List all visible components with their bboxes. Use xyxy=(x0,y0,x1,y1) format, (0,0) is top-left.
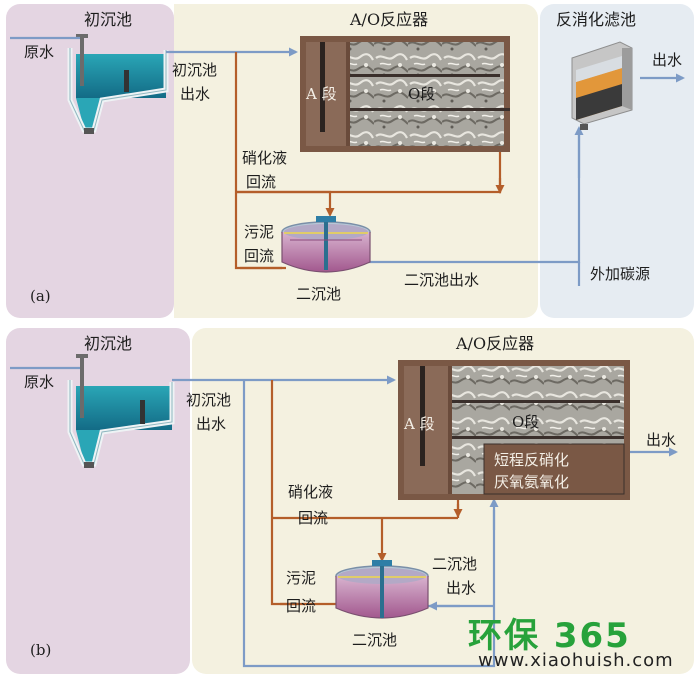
panel-b-anammox-label-2: 厌氧氨氧化 xyxy=(494,473,570,491)
panel-a-primary-effluent-label-2: 出水 xyxy=(180,85,211,103)
panel-a-reactor-title: A/O反应器 xyxy=(350,10,429,29)
panel-a-recycle-lines xyxy=(234,52,505,270)
panel-a-o-stage-label: O段 xyxy=(408,85,436,103)
panel-b-secondary-effluent-label-1: 二沉池 xyxy=(432,555,478,573)
panel-a-denitrification-filter xyxy=(571,41,633,130)
panel-b-water-flow-lines xyxy=(10,366,678,668)
panel-b-raw-water-label: 原水 xyxy=(24,373,55,391)
panel-a-secondary-clarifier-label: 二沉池 xyxy=(296,285,342,303)
panel-a-nitrified-recycle-label-1: 硝化液 xyxy=(242,149,288,167)
panel-a-sludge-return-label-1: 污泥 xyxy=(244,223,275,241)
panel-a-effluent-label: 出水 xyxy=(652,51,683,69)
panel-a-denitrification-filter-title: 反消化滤池 xyxy=(556,10,637,29)
panel-b-anammox-label-1: 短程反硝化 xyxy=(494,451,570,469)
panel-b-effluent-label: 出水 xyxy=(646,431,677,449)
watermark-url: www.xiaohuish.com xyxy=(478,650,674,671)
panel-b-nitrified-recycle-label-1: 硝化液 xyxy=(288,483,334,501)
panel-b-reactor-title: A/O反应器 xyxy=(456,334,535,353)
panel-b-primary-clarifier-tank xyxy=(67,354,175,468)
panel-a-ao-reactor xyxy=(300,36,510,152)
panel-a-raw-water-label: 原水 xyxy=(24,43,55,61)
panel-b-secondary-clarifier-label: 二沉池 xyxy=(352,631,398,649)
panel-a-secondary-clarifier xyxy=(281,216,371,273)
panel-b-sludge-return-label-2: 回流 xyxy=(286,597,317,615)
panel-b-primary-effluent-label-1: 初沉池 xyxy=(186,391,232,409)
panel-b-recycle-lines xyxy=(270,380,463,606)
panel-a-water-flow-lines xyxy=(10,36,685,286)
panel-a-sludge-return-label-2: 回流 xyxy=(244,247,275,265)
panel-a-label: (a) xyxy=(30,287,51,305)
panel-b-primary-clarifier-title: 初沉池 xyxy=(84,334,133,353)
panel-b-a-stage-label: A 段 xyxy=(404,415,435,433)
panel-b-label: (b) xyxy=(30,641,52,659)
panel-a-nitrified-recycle-label-2: 回流 xyxy=(246,173,277,191)
panel-b-o-stage-label: O段 xyxy=(512,413,540,431)
watermark-brand: 环保 365 xyxy=(468,616,631,656)
panel-a-primary-clarifier-title: 初沉池 xyxy=(84,10,133,29)
panel-b-nitrified-recycle-label-2: 回流 xyxy=(298,509,329,527)
panel-a-primary-clarifier-tank xyxy=(67,34,169,134)
panel-a-secondary-effluent-label: 二沉池出水 xyxy=(404,271,480,289)
panel-b-sludge-return-label-1: 污泥 xyxy=(286,569,317,587)
panel-b-primary-zone xyxy=(6,328,190,674)
panel-a-external-carbon-label: 外加碳源 xyxy=(590,265,651,283)
panel-a-a-stage-label: A 段 xyxy=(306,85,337,103)
panel-b-ao-reactor xyxy=(398,360,630,500)
panel-b-secondary-effluent-label-2: 出水 xyxy=(446,579,477,597)
panel-b-primary-effluent-label-2: 出水 xyxy=(196,415,227,433)
panel-a-primary-effluent-label-1: 初沉池 xyxy=(172,61,218,79)
panel-b-secondary-clarifier xyxy=(335,560,429,619)
